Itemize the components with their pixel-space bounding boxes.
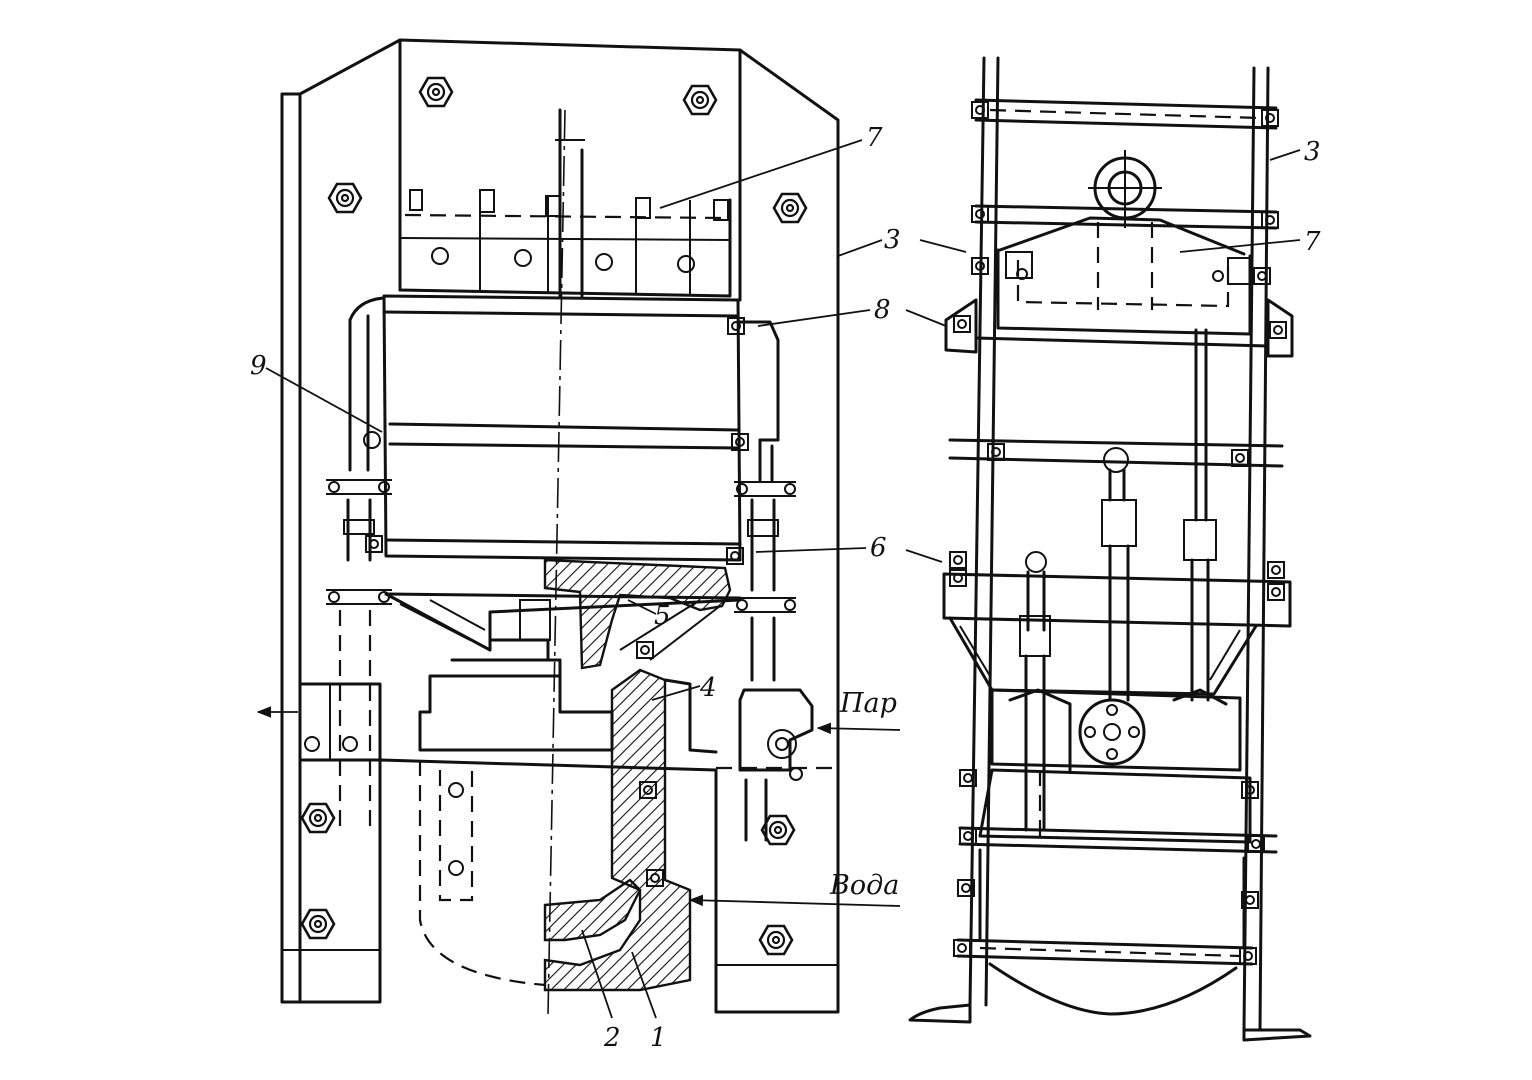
callout-5: 5 [654,601,671,631]
callout-1: 1 [650,1023,667,1053]
left-piping [298,296,392,830]
callout-3-left: 3 [884,225,901,255]
bowl-sides [978,848,1246,950]
bottom-bowl [988,962,1238,1016]
callout-3-right: 3 [1304,137,1321,167]
labels: 7 3 8 9 6 5 4 2 1 3 7 Пар Вода [250,123,1321,1053]
tie-rods [948,98,1284,966]
callout-2: 2 [603,1023,621,1053]
top-bracket [398,188,732,298]
bowl-hidden-outline [418,760,546,987]
right-bracket-8 [1266,298,1294,358]
inner-bowl-section [543,878,642,942]
lifting-eye [1088,150,1162,228]
right-foot [1242,1028,1312,1042]
callout-7-left: 7 [866,123,883,153]
right-piping [734,320,814,842]
callout-4: 4 [699,673,717,703]
left-bracket-8 [944,298,978,354]
upper-bracket-side [996,216,1253,336]
front-view [256,38,901,1016]
left-leaders [265,139,883,1019]
callout-6: 6 [870,533,887,563]
cylinder-wall-section [543,668,692,992]
side-flange [663,678,718,754]
left-channel [968,56,1000,1007]
base-block [978,688,1252,844]
cylinder-body [382,294,742,562]
lower-platform [942,572,1292,696]
frame-outline [280,38,840,1014]
steam-inlet-arrow [816,722,901,735]
left-foot [908,1003,972,1024]
steam-label: Пар [839,688,897,719]
side-view [908,56,1312,1042]
callout-7-right: 7 [1304,227,1321,257]
right-leaders [905,149,1301,563]
bowl-inner-hidden [438,770,474,902]
piston-head-section [543,558,732,670]
water-label: Вода [829,870,899,901]
callout-9: 9 [250,351,267,381]
water-inlet-arrow [688,894,901,907]
bracket-crossbar [974,336,1270,348]
callout-8: 8 [874,295,891,325]
